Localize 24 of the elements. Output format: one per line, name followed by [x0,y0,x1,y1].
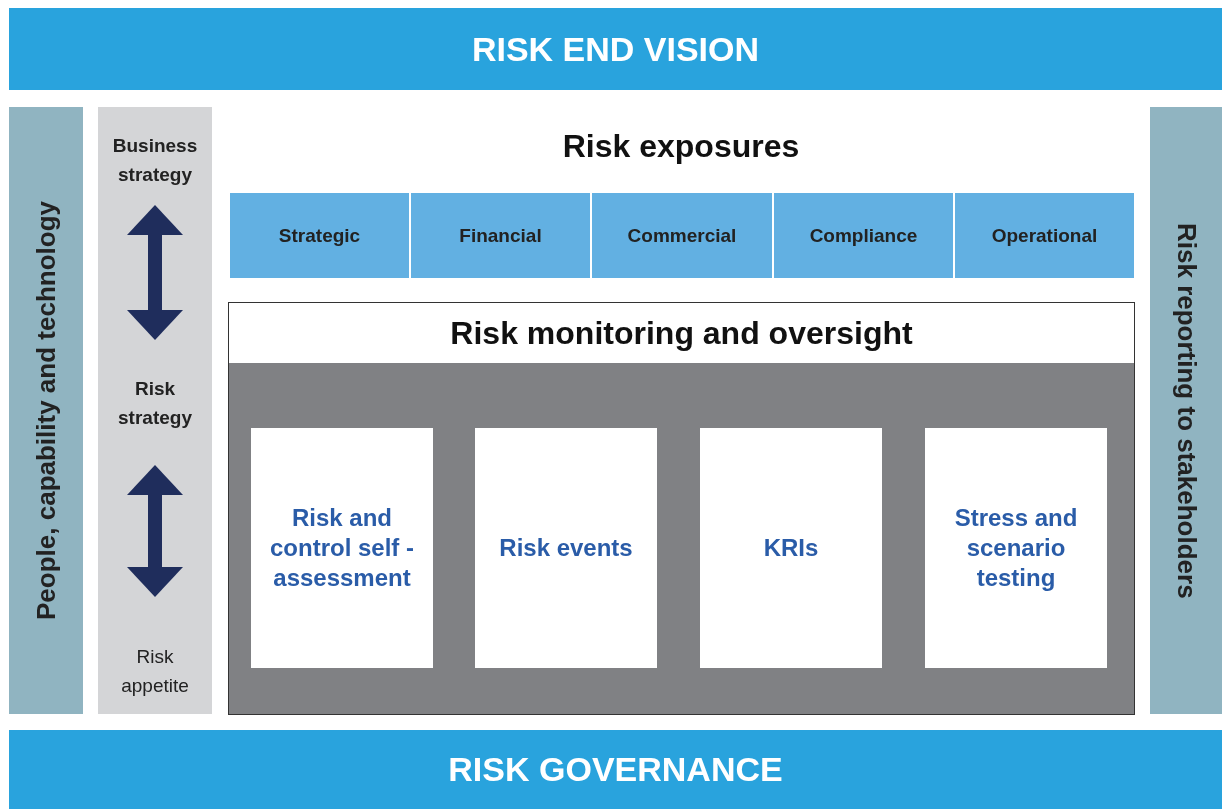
strategy-column [98,107,212,714]
activity-box: Risk events [475,428,657,668]
activity-box: Stress and scenario testing [925,428,1107,668]
band-label: Risk reporting to stakeholders [1170,222,1202,599]
double-arrow [127,465,183,597]
side-band [1150,107,1222,714]
footer-band: RISK GOVERNANCE [9,730,1222,809]
category-box: Financial [409,193,590,278]
double-arrow [127,205,183,340]
column-text: Risk strategy [98,340,212,465]
title-band: RISK END VISION [9,8,1222,90]
column-text: Risk appetite [110,597,200,710]
panel-heading: Risk monitoring and oversight [229,303,1134,363]
category-box: Compliance [772,193,953,278]
section-heading: Risk exposures [561,128,801,165]
activity-box: Risk and control self -assessment [251,428,433,668]
category-box: Operational [953,193,1134,278]
panel-background [228,302,1135,715]
category-box: Commercial [590,193,772,278]
band-label: People, capability and technology [30,201,62,620]
category-box: Strategic [228,193,409,278]
side-band [9,107,83,714]
column-text: Business strategy [98,115,212,205]
activity-box: KRIs [700,428,882,668]
